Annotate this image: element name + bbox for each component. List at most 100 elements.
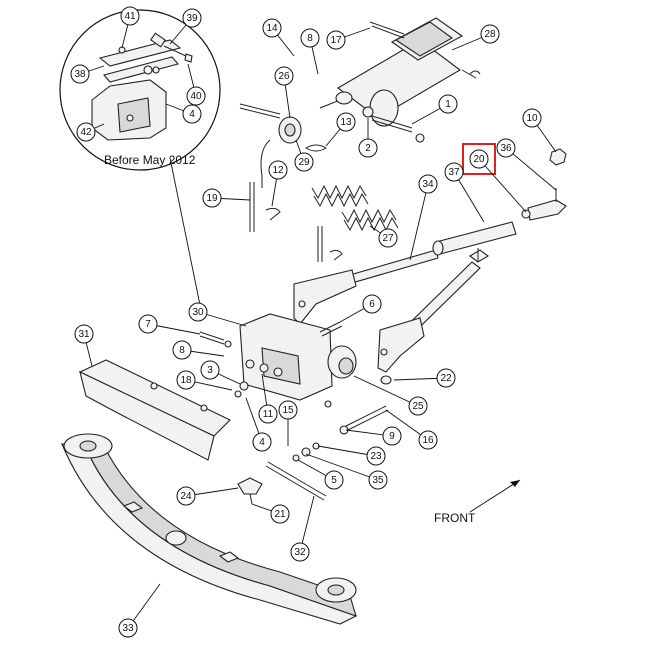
callout-27: 27	[378, 228, 398, 248]
callout-bubble	[366, 446, 386, 466]
callout-bubble	[326, 30, 346, 50]
callout-number: 27	[382, 233, 394, 244]
callout-number: 11	[263, 409, 274, 420]
highlight-box	[462, 143, 496, 175]
callout-bubble	[262, 18, 282, 38]
callout-number: 5	[331, 475, 337, 486]
callout-bubble	[300, 28, 320, 48]
callout-bubble	[182, 8, 202, 28]
callout-number: 36	[500, 143, 512, 154]
callout-number: 8	[179, 345, 185, 356]
callout-6: 6	[362, 294, 382, 314]
callout-bubble	[202, 188, 222, 208]
callout-number: 6	[369, 299, 375, 310]
callout-18: 18	[176, 370, 196, 390]
callout-3: 3	[200, 360, 220, 380]
callout-bubble	[188, 302, 208, 322]
callout-number: 9	[389, 431, 395, 442]
callout-20: 20	[469, 149, 489, 169]
callout-number: 16	[422, 435, 434, 446]
callout-number: 35	[372, 475, 384, 486]
callout-24: 24	[176, 486, 196, 506]
callout-number: 39	[186, 13, 198, 24]
callout-bubble	[138, 314, 158, 334]
callout-number: 42	[80, 127, 92, 138]
callout-number: 24	[180, 491, 192, 502]
callout-number: 20	[473, 154, 485, 165]
callout-number: 10	[526, 113, 538, 124]
callout-bubble	[408, 396, 428, 416]
channel-bracket	[78, 359, 231, 461]
callout-4: 4	[182, 104, 202, 124]
callout-bubble	[362, 294, 382, 314]
callout-bubble	[176, 370, 196, 390]
callout-bubble	[274, 66, 294, 86]
callout-bubble	[290, 542, 310, 562]
bushing	[327, 345, 357, 379]
callout-number: 7	[145, 319, 151, 330]
callout-8: 8	[172, 340, 192, 360]
callout-number: 26	[278, 71, 290, 82]
callout-38: 38	[70, 64, 90, 84]
callout-number: 40	[190, 91, 202, 102]
leader-line-20	[478, 158, 527, 213]
callout-bubble	[182, 104, 202, 124]
callout-bubble	[324, 470, 344, 490]
callout-number: 33	[122, 623, 134, 634]
callout-number: 3	[207, 365, 213, 376]
callout-number: 4	[259, 437, 265, 448]
callout-bubble	[418, 430, 438, 450]
pulley	[239, 103, 302, 188]
callout-bubble	[186, 86, 206, 106]
callout-25: 25	[408, 396, 428, 416]
callout-number: 41	[124, 11, 136, 22]
callout-bubble	[270, 504, 290, 524]
leader-line-23	[317, 445, 377, 457]
callout-bubble	[268, 160, 288, 180]
inset-caption: Before May 2012	[104, 153, 196, 167]
callout-number: 8	[307, 33, 313, 44]
callout-bubble	[480, 24, 500, 44]
callout-number: 29	[298, 157, 310, 168]
callout-9: 9	[382, 426, 402, 446]
callout-bubble	[172, 340, 192, 360]
callout-21: 21	[270, 504, 290, 524]
callout-28: 28	[480, 24, 500, 44]
callout-36: 36	[496, 138, 516, 158]
callout-number: 2	[365, 143, 371, 154]
callout-bubble	[176, 486, 196, 506]
callout-37: 37	[444, 162, 464, 182]
callout-bubble	[74, 324, 94, 344]
callout-15: 15	[278, 400, 298, 420]
callout-29: 29	[294, 152, 314, 172]
callout-number: 30	[192, 307, 204, 318]
leader-line-37	[453, 171, 485, 223]
leader-line-32	[299, 495, 315, 553]
springs	[311, 184, 399, 232]
callout-bubbles: 1234567891011121314151617181920212223242…	[70, 6, 542, 638]
callout-number: 14	[266, 23, 278, 34]
lower-bracket	[377, 317, 425, 373]
callout-number: 25	[412, 401, 424, 412]
callout-bubble	[438, 94, 458, 114]
callout-bubble	[469, 149, 489, 169]
callout-bubble	[496, 138, 516, 158]
callout-34: 34	[418, 174, 438, 194]
callout-17: 17	[326, 30, 346, 50]
callout-bubble	[252, 432, 272, 452]
callout-number: 31	[78, 329, 90, 340]
callout-4: 4	[252, 432, 272, 452]
callout-5: 5	[324, 470, 344, 490]
callout-41: 41	[120, 6, 140, 26]
callout-bubble	[70, 64, 90, 84]
callout-22: 22	[436, 368, 456, 388]
callout-number: 21	[274, 509, 286, 520]
callout-number: 23	[370, 451, 382, 462]
callout-bubble	[368, 470, 388, 490]
leader-line-34	[409, 183, 429, 261]
callout-bubble	[444, 162, 464, 182]
callout-1: 1	[438, 94, 458, 114]
callout-number: 19	[206, 193, 218, 204]
callout-14: 14	[262, 18, 282, 38]
callout-bubble	[258, 404, 278, 424]
